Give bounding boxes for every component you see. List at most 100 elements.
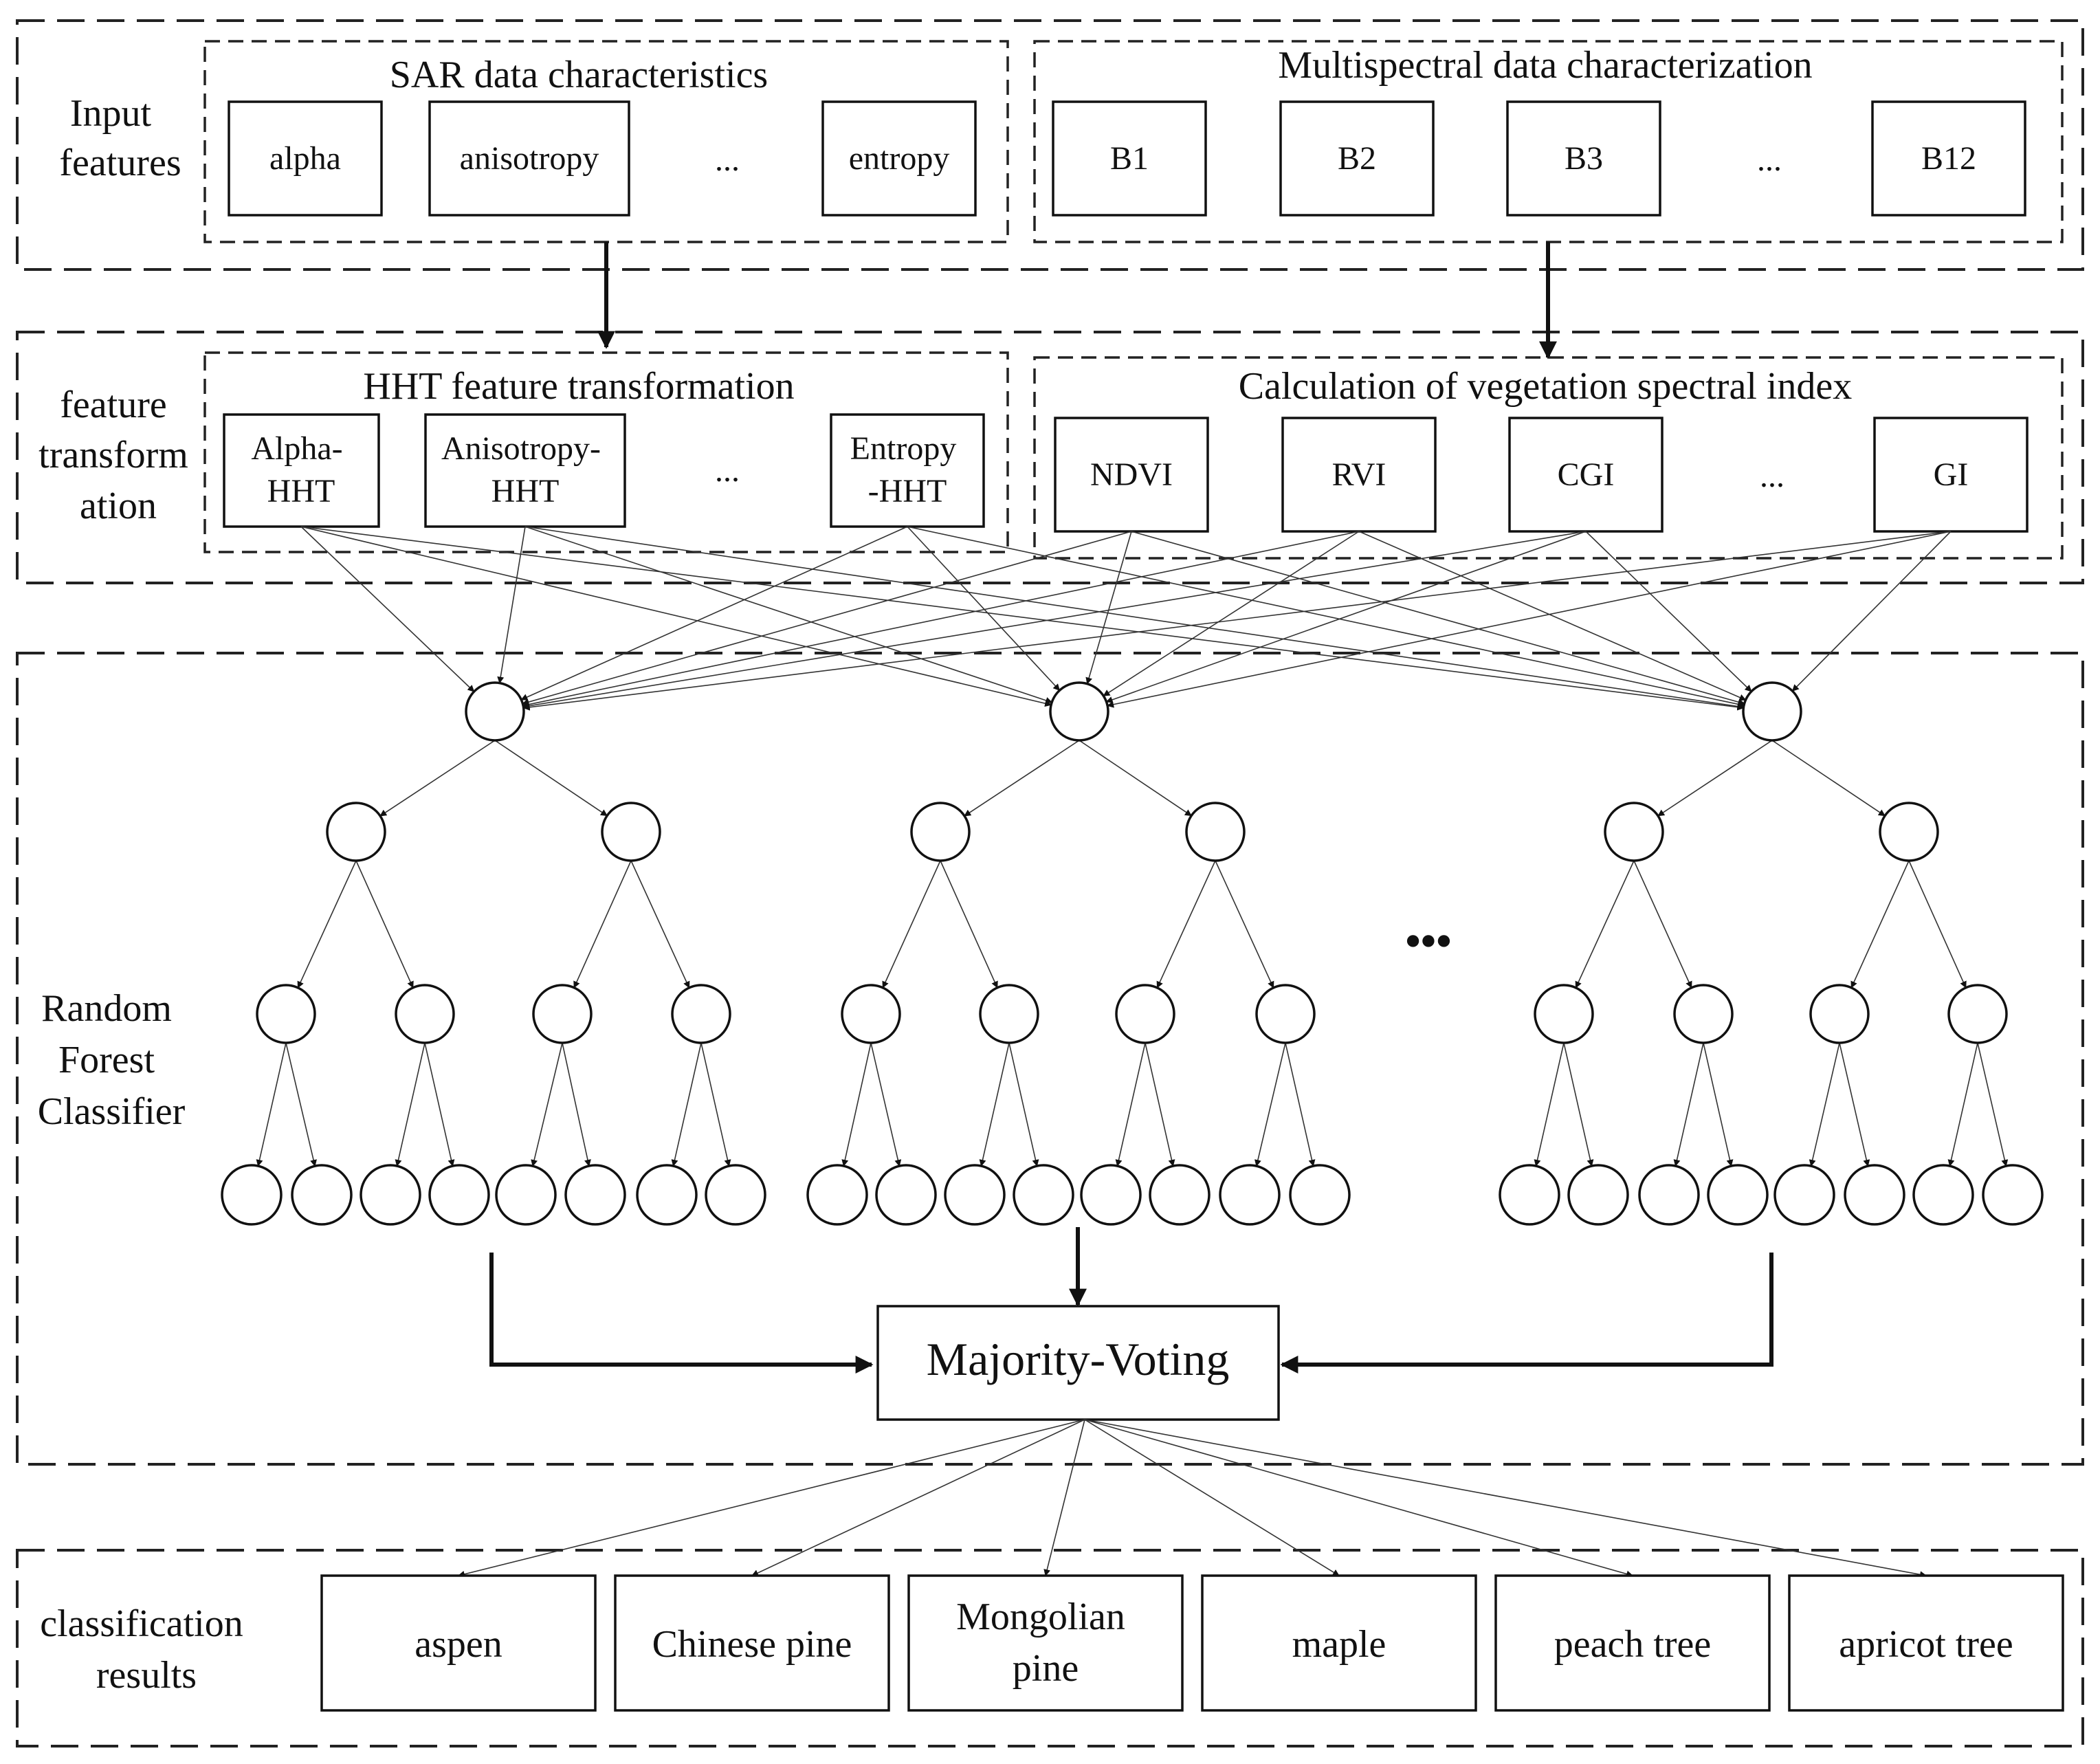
- hht-feature-alpha: Alpha- HHT: [223, 413, 380, 528]
- class-chinese-pine: Chinese pine: [614, 1574, 890, 1712]
- tree-edge: [297, 860, 357, 989]
- tree-node: [601, 802, 661, 862]
- tree-root-node: [1742, 681, 1802, 742]
- vote-link: [1084, 1419, 1927, 1578]
- tree-edge: [1534, 1042, 1565, 1167]
- tree-edge: [1008, 1042, 1039, 1167]
- tree-leaf-node: [806, 1164, 868, 1226]
- tree-leaf-node: [360, 1164, 421, 1226]
- feature-link: [1085, 531, 1132, 685]
- index-label: NDVI: [1090, 456, 1173, 493]
- tree-edge: [1908, 860, 1967, 989]
- random-forest-layer: [16, 652, 2084, 1466]
- feature-link: [522, 531, 1132, 705]
- class-label: maple: [1292, 1623, 1386, 1666]
- decision-tree-1: [221, 681, 766, 1226]
- tree-edge: [1145, 1042, 1175, 1167]
- index-label: RVI: [1332, 456, 1386, 493]
- sar-group-title: SAR data characteristics: [390, 54, 768, 96]
- tree-edge: [1633, 860, 1692, 989]
- tree-leaf-node: [705, 1164, 766, 1226]
- class-label: Mongolian pine: [956, 1596, 1135, 1690]
- tree-node: [1809, 984, 1870, 1044]
- tree-leaf-node: [1013, 1164, 1074, 1226]
- feature-link: [1105, 531, 1587, 703]
- tree-node: [979, 984, 1039, 1044]
- index-label: CGI: [1558, 456, 1615, 493]
- tree-leaf-node: [1567, 1164, 1629, 1226]
- feature-link: [300, 526, 475, 692]
- tree-leaf-node: [1912, 1164, 1974, 1226]
- class-label: Chinese pine: [652, 1623, 852, 1666]
- feature-link: [520, 526, 908, 701]
- tree-leaf-node: [1219, 1164, 1281, 1226]
- vote-link: [1084, 1419, 1340, 1576]
- tree-edge: [1809, 1042, 1840, 1167]
- tree-edge: [562, 1042, 591, 1167]
- feature-link: [300, 526, 1745, 711]
- class-apricot-tree: apricot tree: [1788, 1574, 2064, 1712]
- tree-node: [395, 984, 455, 1044]
- band-label: B2: [1338, 140, 1376, 177]
- tree-edge: [979, 1042, 1010, 1167]
- layer-label-transform: feature transform ation: [38, 384, 198, 527]
- tree-edge: [700, 1042, 731, 1167]
- tree-leaf-node: [944, 1164, 1006, 1226]
- feature-link: [524, 526, 1745, 710]
- index-rvi: RVI: [1281, 417, 1437, 533]
- layer-label-input: Input features: [59, 92, 181, 184]
- band-ellipsis: ...: [1757, 142, 1782, 178]
- feature-link: [522, 531, 1360, 708]
- tree-edge: [630, 860, 690, 989]
- tree-edge: [940, 860, 998, 989]
- hht-group-title: HHT feature transformation: [363, 365, 794, 408]
- feature-transformation-layer: [16, 331, 2084, 584]
- sar-feature-anisotropy: anisotropy: [428, 100, 630, 217]
- hht-feature-label: Anisotropy- HHT: [441, 430, 609, 509]
- tree-node: [671, 984, 731, 1044]
- tree-leaf-node: [1707, 1164, 1769, 1226]
- tree-edge: [1575, 860, 1635, 989]
- vegetation-index-group-title: Calculation of vegetation spectral index: [1239, 365, 1853, 408]
- tree-node: [1879, 802, 1939, 862]
- class-peach-tree: peach tree: [1494, 1574, 1771, 1712]
- vote-link: [1043, 1419, 1085, 1576]
- band-b3: B3: [1506, 100, 1661, 217]
- tree-edge: [395, 1042, 425, 1167]
- hht-group: [203, 351, 1009, 553]
- tree-node: [256, 984, 316, 1044]
- tree-edge: [1977, 1042, 2009, 1167]
- classification-results-layer: [16, 1549, 2084, 1748]
- tree-edge: [285, 1042, 317, 1167]
- tree-leaf-node: [1149, 1164, 1211, 1226]
- tree-node: [1947, 984, 2008, 1044]
- index-gi: GI: [1873, 417, 2029, 533]
- band-label: B1: [1110, 140, 1149, 177]
- tree-edge: [1156, 860, 1216, 989]
- majority-voting-box: Majority-Voting: [876, 1305, 1280, 1421]
- sar-feature-label: entropy: [849, 140, 950, 177]
- band-label: B12: [1921, 140, 1976, 177]
- index-label: GI: [1934, 456, 1969, 493]
- tree-edge: [1563, 1042, 1594, 1167]
- tree-edge: [1255, 1042, 1286, 1167]
- tree-edge: [1947, 1042, 1978, 1167]
- feature-link: [1585, 531, 1752, 692]
- multispectral-group-title: Multispectral data characterization: [1278, 44, 1812, 87]
- class-label: peach tree: [1554, 1623, 1711, 1666]
- tree-leaf-node: [1982, 1164, 2044, 1226]
- tree-leaf-node: [291, 1164, 353, 1226]
- sar-feature-alpha: alpha: [228, 100, 383, 217]
- arrow-tree3-to-voting: [1280, 1253, 1773, 1374]
- feature-link: [1131, 531, 1745, 706]
- tree-node: [1673, 984, 1734, 1044]
- feature-link: [522, 531, 1952, 711]
- class-label: apricot tree: [1839, 1623, 2013, 1666]
- tree-edge: [1703, 1042, 1734, 1167]
- tree-edge: [573, 860, 632, 989]
- index-ellipsis: ...: [1760, 458, 1784, 494]
- tree-node: [1255, 984, 1316, 1044]
- tree-node: [841, 984, 901, 1044]
- class-mongolian-pine: Mongolian pine: [907, 1574, 1184, 1712]
